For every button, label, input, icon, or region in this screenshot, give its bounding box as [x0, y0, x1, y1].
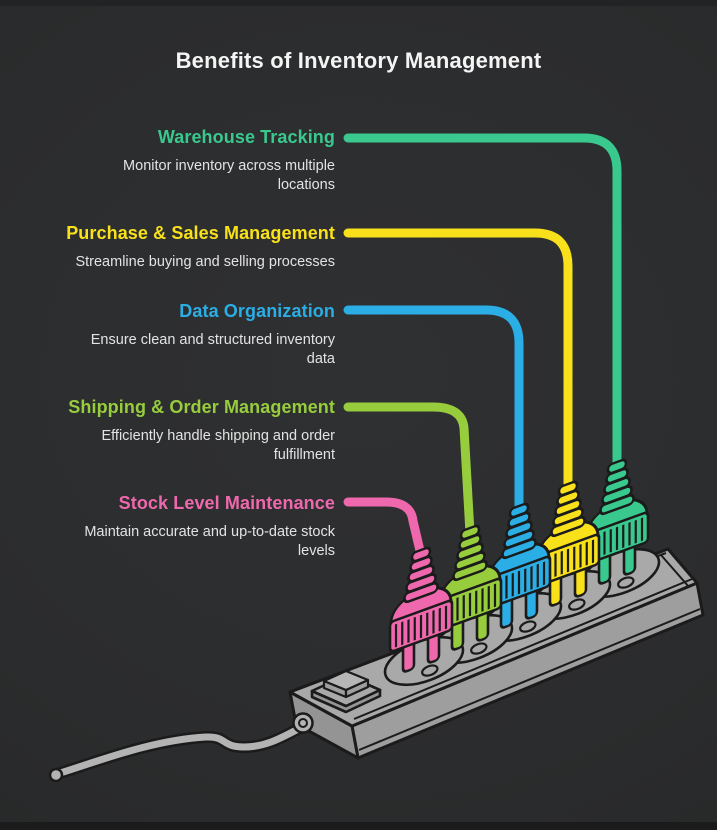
strain-relief-rib [606, 458, 628, 475]
benefit-shipping-order-management: Shipping & Order Management Efficiently … [5, 396, 335, 465]
strip-bottom-line [358, 608, 701, 751]
plugs [388, 458, 650, 673]
cable-warehouse-tracking [343, 133, 622, 472]
benefit-description: Efficiently handle shipping and order fu… [101, 428, 335, 463]
bottom-edge-shade [0, 822, 717, 830]
benefit-description: Streamline buying and selling processes [75, 254, 335, 270]
strain-relief-rib [557, 480, 579, 497]
strain-relief-rib [459, 524, 481, 541]
strain-relief-rib [410, 546, 432, 563]
power-cord [48, 719, 312, 783]
strip-end-bevel-line [660, 554, 690, 588]
benefit-warehouse-tracking: Warehouse Tracking Monitor inventory acr… [5, 126, 335, 195]
page-title: Benefits of Inventory Management [175, 48, 542, 73]
benefit-title: Data Organization [179, 301, 335, 321]
benefit-title: Purchase & Sales Management [66, 223, 335, 243]
switch-rocker [322, 669, 370, 692]
benefit-data-organization: Data Organization Ensure clean and struc… [5, 300, 335, 369]
strain-relief-rib [508, 502, 530, 519]
strip-front-bevel-line [353, 578, 693, 720]
cable-data-organization [343, 305, 524, 516]
power-switch [310, 669, 382, 714]
top-edge-shade [0, 0, 717, 6]
cord-grommet [292, 712, 314, 734]
cable-stock-level [343, 497, 426, 560]
benefit-description: Monitor inventory across multiple locati… [123, 158, 335, 193]
plug-2 [486, 502, 552, 629]
cord-grommet-inner [298, 718, 308, 728]
benefit-title: Shipping & Order Management [68, 397, 335, 417]
benefit-cables [343, 133, 622, 560]
benefit-title: Stock Level Maintenance [118, 493, 335, 513]
benefit-purchase-sales-management: Purchase & Sales Management Streamline b… [5, 222, 335, 272]
benefit-title: Warehouse Tracking [157, 127, 335, 147]
benefit-description: Ensure clean and structured inventory da… [90, 332, 335, 367]
plug-0 [584, 458, 650, 585]
cable-purchase-sales [343, 228, 573, 494]
plug-3 [437, 524, 503, 651]
benefit-stock-level-maintenance: Stock Level Maintenance Maintain accurat… [5, 492, 335, 561]
cord-end-cap [48, 767, 64, 783]
cable-shipping-order [343, 402, 475, 538]
plug-4 [388, 546, 454, 673]
benefit-description: Maintain accurate and up-to-date stock l… [84, 524, 335, 559]
